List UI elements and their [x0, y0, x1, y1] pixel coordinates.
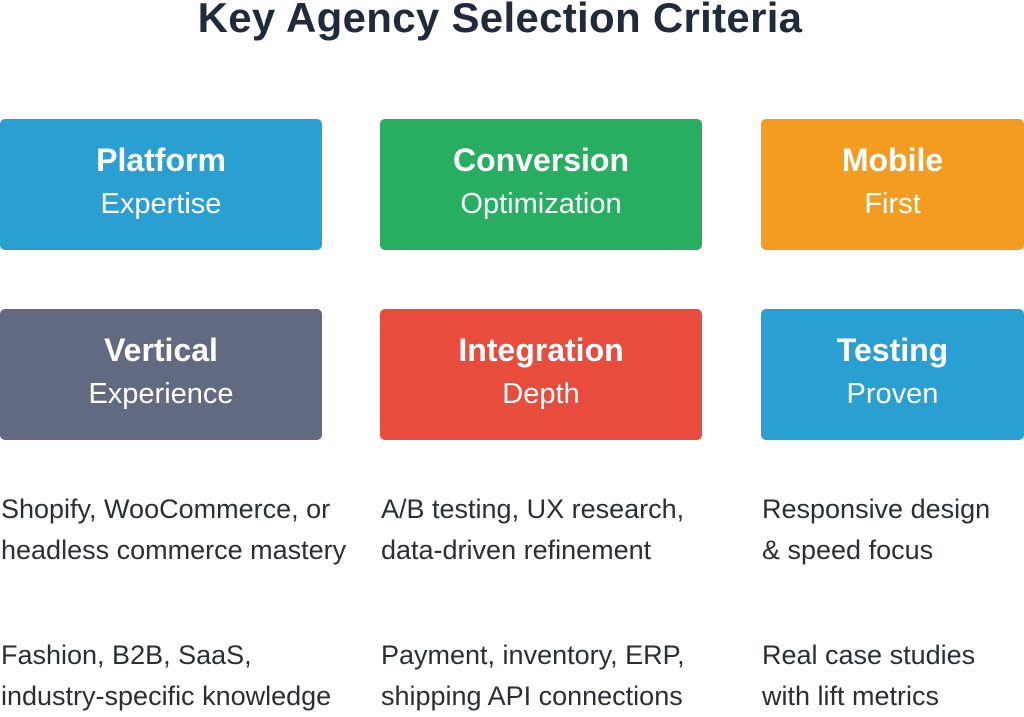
description-line: Real case studies	[762, 640, 976, 670]
description-line: & speed focus	[762, 535, 934, 565]
card-subtitle: Depth	[502, 378, 580, 410]
card-title: Platform	[96, 142, 226, 178]
description-line: data-driven refinement	[381, 535, 652, 565]
description-conversion: A/B testing, UX research, data-driven re…	[381, 489, 761, 571]
description-line: Shopify, WooCommerce, or	[1, 494, 331, 524]
card-title: Integration	[458, 332, 624, 368]
card-subtitle: First	[864, 188, 921, 220]
card-title: Conversion	[452, 142, 630, 178]
card-title: Testing	[836, 332, 949, 368]
description-line: A/B testing, UX research,	[381, 494, 685, 524]
description-line: headless commerce mastery	[1, 535, 347, 565]
card-integration-depth: Integration Depth	[380, 309, 702, 440]
card-vertical-experience: Vertical Experience	[0, 309, 322, 440]
description-mobile: Responsive design & speed focus	[762, 489, 1024, 571]
card-subtitle: Proven	[846, 378, 939, 410]
description-testing: Real case studies with lift metrics	[762, 635, 1024, 717]
description-line: shipping API connections	[381, 681, 683, 711]
description-line: Fashion, B2B, SaaS,	[1, 640, 252, 670]
card-title: Vertical	[104, 332, 218, 368]
description-line: with lift metrics	[762, 681, 940, 711]
description-integration: Payment, inventory, ERP, shipping API co…	[381, 635, 761, 717]
description-line: Payment, inventory, ERP,	[381, 640, 685, 670]
description-line: industry-specific knowledge	[1, 681, 332, 711]
card-mobile-first: Mobile First	[761, 119, 1024, 250]
description-line: Responsive design	[762, 494, 991, 524]
description-platform: Shopify, WooCommerce, or headless commer…	[1, 489, 381, 571]
card-subtitle: Optimization	[460, 188, 622, 220]
card-subtitle: Expertise	[100, 188, 222, 220]
description-vertical: Fashion, B2B, SaaS, industry-specific kn…	[1, 635, 381, 717]
card-conversion-optimization: Conversion Optimization	[380, 119, 702, 250]
diagram-title: Key Agency Selection Criteria	[197, 0, 803, 41]
card-subtitle: Experience	[88, 378, 234, 410]
card-platform-expertise: Platform Expertise	[0, 119, 322, 250]
card-testing-proven: Testing Proven	[761, 309, 1024, 440]
card-title: Mobile	[841, 142, 944, 178]
